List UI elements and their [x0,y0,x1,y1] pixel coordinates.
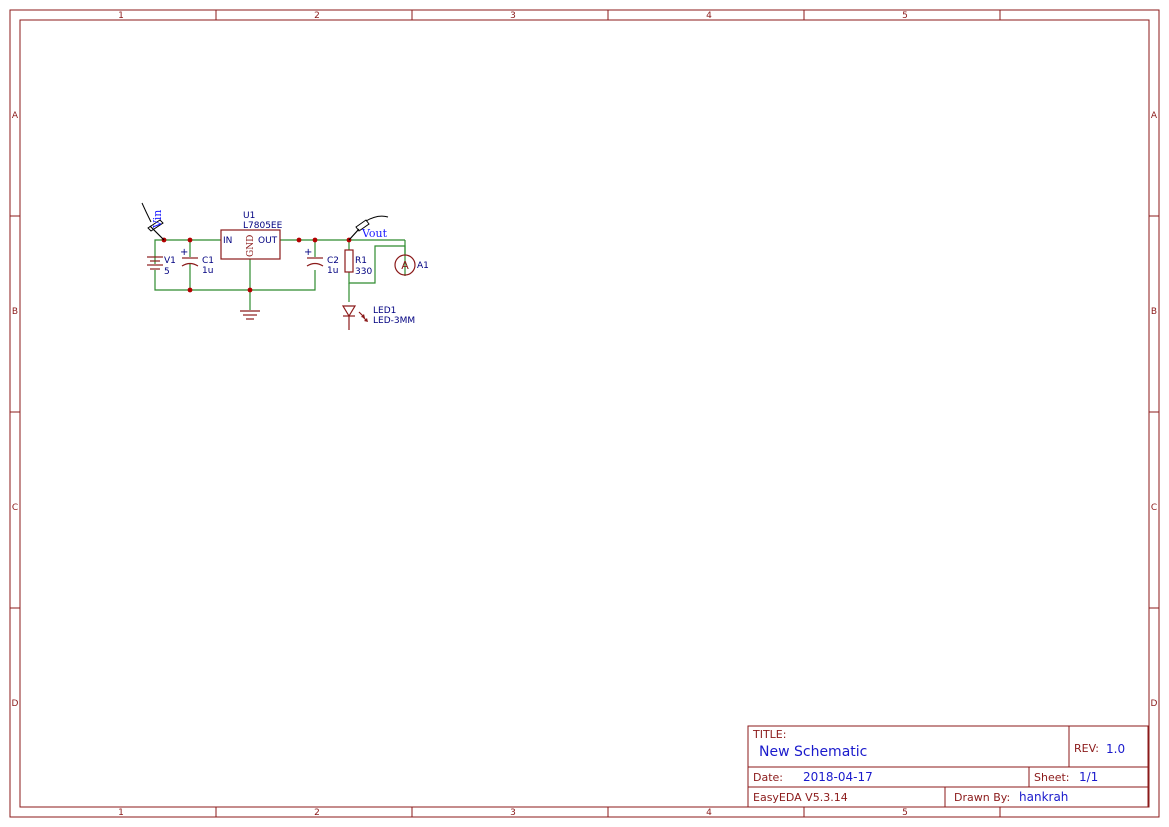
u1-pin-gnd: GND [246,235,256,257]
row-label-d-right: D [1151,699,1158,709]
ammeter-a1[interactable]: A A1 [394,254,429,276]
date-label: Date: [753,771,783,784]
voltage-probe-icon [141,202,165,241]
capacitor-c2[interactable]: + C2 1u [304,247,339,276]
rev-value: 1.0 [1106,742,1125,756]
col-label-4-bottom: 4 [706,808,712,818]
probe-vin[interactable]: Vin [141,202,165,241]
u1-pin-in: IN [223,236,232,246]
junction [187,287,193,293]
u1-value: L7805EE [243,221,283,231]
led-light-arrows-icon [358,311,368,322]
software-version: EasyEDA V5.3.14 [753,791,848,804]
drawn-by-value: hankrah [1019,790,1068,804]
junction [296,237,302,243]
col-label-2: 2 [314,11,320,21]
title-block: TITLE: New Schematic REV: 1.0 Date: 2018… [747,725,1149,808]
v1-ref: V1 [164,256,176,266]
col-label-2-bottom: 2 [314,808,320,818]
led1-value: LED-3MM [373,316,415,326]
col-label-4: 4 [706,11,712,21]
row-label-a: A [12,111,19,121]
probe-vout[interactable]: Vout [348,215,389,241]
led-led1[interactable]: LED1 LED-3MM [341,305,415,330]
c2-polarity: + [304,247,312,258]
battery-v1[interactable]: V1 5 [147,256,176,277]
c1-polarity: + [180,247,188,258]
a1-ref: A1 [417,261,429,271]
c1-value: 1u [202,266,213,276]
r1-ref: R1 [355,256,367,266]
col-label-5: 5 [902,11,908,21]
sheet-value: 1/1 [1079,770,1098,784]
date-value: 2018-04-17 [803,770,873,784]
capacitor-c1[interactable]: + C1 1u [180,247,214,276]
row-label-c: C [12,503,18,513]
u1-pin-out: OUT [258,236,278,246]
row-label-b: B [12,307,18,317]
vout-label: Vout [361,227,388,240]
sheet-label: Sheet: [1034,771,1070,784]
wires [154,239,406,310]
resistor-r1[interactable]: R1 330 [344,249,372,277]
ammeter-symbol: A [401,259,409,272]
junction [187,237,193,243]
ground-symbol [240,310,260,320]
schematic-title: New Schematic [759,744,867,760]
v1-value: 5 [164,267,170,277]
r1-value: 330 [355,267,372,277]
row-label-b-right: B [1151,307,1157,317]
col-label-1-bottom: 1 [118,808,124,818]
col-label-1: 1 [118,11,124,21]
c1-ref: C1 [202,256,214,266]
sheet-frame: 1 2 3 4 5 1 2 3 4 5 A B C D A B C D [9,9,1160,818]
u1-ref: U1 [243,211,255,221]
c2-ref: C2 [327,256,339,266]
row-label-d: D [12,699,19,709]
row-label-a-right: A [1151,111,1158,121]
col-label-3: 3 [510,11,516,21]
col-label-5-bottom: 5 [902,808,908,818]
junction [312,237,318,243]
voltage-probe-icon [348,215,389,241]
vin-label: Vin [151,210,164,229]
row-label-c-right: C [1151,503,1157,513]
led1-ref: LED1 [373,306,396,316]
rev-label: REV: [1074,742,1099,755]
title-label: TITLE: [752,728,786,741]
junction [247,287,253,293]
c2-value: 1u [327,266,338,276]
drawn-by-label: Drawn By: [954,791,1010,804]
col-label-3-bottom: 3 [510,808,516,818]
regulator-u1[interactable]: U1 L7805EE IN OUT GND [220,211,283,260]
